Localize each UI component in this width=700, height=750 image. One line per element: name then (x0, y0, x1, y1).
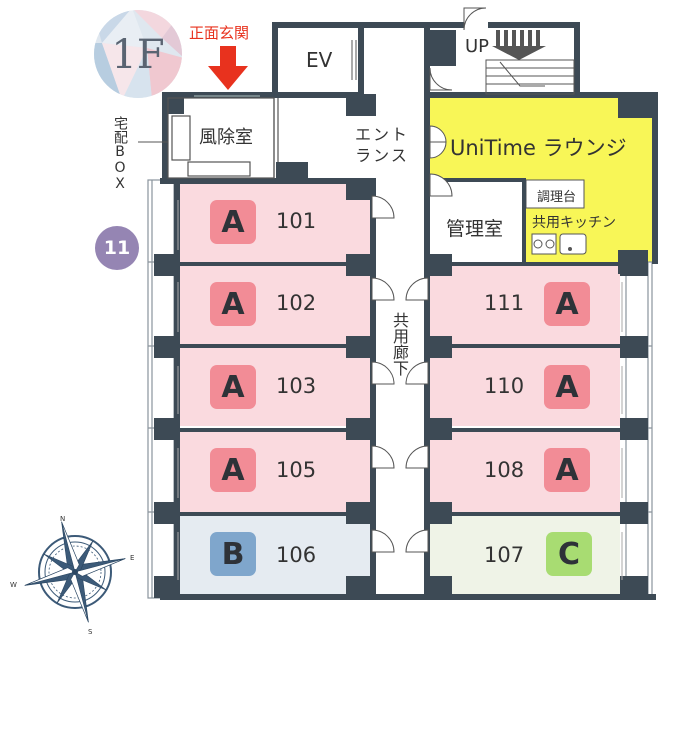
unit-102-type-badge: A (210, 282, 256, 326)
cooking-counter-label: 調理台 (537, 190, 577, 205)
entrance-label: エントランス (354, 125, 409, 165)
compass-south-label: S (88, 628, 93, 636)
ev-door (351, 40, 357, 80)
unit-103-number[interactable]: 103 (276, 374, 317, 398)
unit-108-type-badge: A (544, 448, 590, 492)
floor-count-badge: 11 (95, 226, 139, 270)
kitchen-appliances (531, 233, 587, 255)
stove-icon (531, 233, 557, 255)
unit-105-number[interactable]: 105 (276, 458, 317, 482)
stairs-up-label: UP (465, 36, 490, 57)
unit-107-type-badge: C (546, 532, 592, 576)
lounge-label: UniTime ラウンジ (450, 136, 627, 160)
unit-101-type-badge: A (210, 200, 256, 244)
sink-icon (559, 233, 587, 255)
unit-110-fill (430, 346, 620, 426)
main-entrance-label: 正面玄関 (189, 24, 250, 42)
door-swings (371, 7, 487, 553)
unit-107-number[interactable]: 107 (484, 543, 525, 567)
ev-label: EV (306, 48, 333, 72)
walls (154, 22, 658, 600)
unit-103-type-badge: A (210, 365, 256, 409)
floor-emblem: 1F (94, 10, 182, 98)
unit-106-type-badge: B (210, 532, 256, 576)
windows (177, 200, 623, 580)
unit-102-number[interactable]: 102 (276, 291, 317, 315)
compass-west-label: W (10, 581, 17, 589)
unit-106-number[interactable]: 106 (276, 543, 317, 567)
unit-111-type-badge: A (544, 282, 590, 326)
compass-rose-icon: N S E W (10, 515, 134, 636)
unit-110-type-badge: A (544, 365, 590, 409)
unit-105-type-badge: A (210, 448, 256, 492)
compass-north-label: N (60, 515, 65, 523)
compass-east-label: E (130, 554, 134, 562)
unit-110-number[interactable]: 110 (484, 374, 525, 398)
entrance-arrow-icon (208, 46, 248, 90)
stairs (485, 59, 575, 95)
unit-108-number[interactable]: 108 (484, 458, 525, 482)
unit-101-number[interactable]: 101 (276, 209, 317, 233)
floor-label: 1F (111, 32, 164, 78)
windbreak-room-lines (167, 95, 279, 179)
management-office-label: 管理室 (446, 218, 504, 240)
unit-108-fill (430, 430, 620, 512)
corridor-label: 共用廊下 (390, 312, 409, 376)
unit-111-number[interactable]: 111 (484, 291, 525, 315)
shared-kitchen-label: 共用キッチン (532, 215, 616, 231)
windbreak-room-label: 風除室 (199, 127, 253, 148)
stairs-up-arrow-icon (492, 30, 546, 60)
mailbox-label: 宅配BOX (112, 116, 128, 192)
unit-111-fill (430, 264, 620, 344)
cooking-counter-box (525, 179, 585, 209)
